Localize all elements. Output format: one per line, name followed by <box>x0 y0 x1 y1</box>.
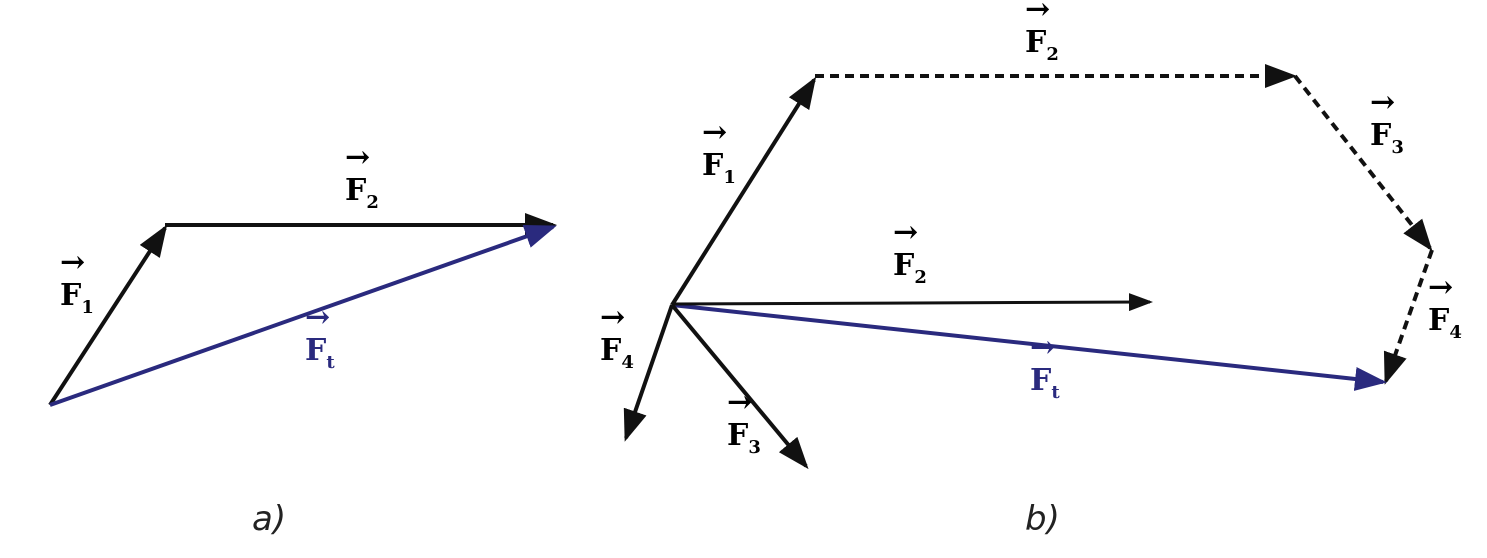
vector-f2 <box>671 293 1153 312</box>
vector-f4 <box>623 304 674 442</box>
vector-ft <box>671 303 1387 391</box>
label-f2: F2 <box>345 173 379 213</box>
arrow-accent: → <box>600 300 625 335</box>
label-f2-top: F2 <box>1025 25 1059 65</box>
label-f3: F3 <box>727 418 761 458</box>
arrow-accent: → <box>1030 330 1055 365</box>
arrow-accent: → <box>727 385 752 420</box>
label-f4-right: F4 <box>1428 303 1462 343</box>
label-ft: Ft <box>1030 363 1060 403</box>
arrow-accent: → <box>1370 85 1395 120</box>
arrow-accent: → <box>345 140 370 175</box>
label-f4: F4 <box>600 333 634 373</box>
arrow-accent: → <box>702 115 727 150</box>
arrow-accent: → <box>1428 270 1453 305</box>
label-f2: F2 <box>893 248 927 288</box>
label-f3-right: F3 <box>1370 118 1404 158</box>
label-ft: Ft <box>305 333 335 373</box>
arrow-accent: → <box>305 300 330 335</box>
label-f1: F1 <box>60 278 94 318</box>
label-f1: F1 <box>702 148 736 188</box>
caption-a: a) <box>252 499 286 539</box>
vector-f1 <box>670 76 817 307</box>
vector-ft <box>49 225 557 407</box>
arrow-accent: → <box>1025 0 1050 27</box>
vector-f3 <box>670 303 809 470</box>
vector-f4-dashed <box>1383 249 1434 385</box>
vector-f3-dashed <box>1293 74 1433 252</box>
panel-b: F2 → F3 → F1 → F2 → F4 → F4 → F3 → Ft → … <box>600 0 1462 539</box>
arrow-accent: → <box>60 245 85 280</box>
arrow-accent: → <box>893 215 918 250</box>
caption-b: b) <box>1025 499 1060 539</box>
panel-a: F1 → F2 → Ft → a) <box>48 140 557 539</box>
vector-f1 <box>48 224 168 407</box>
